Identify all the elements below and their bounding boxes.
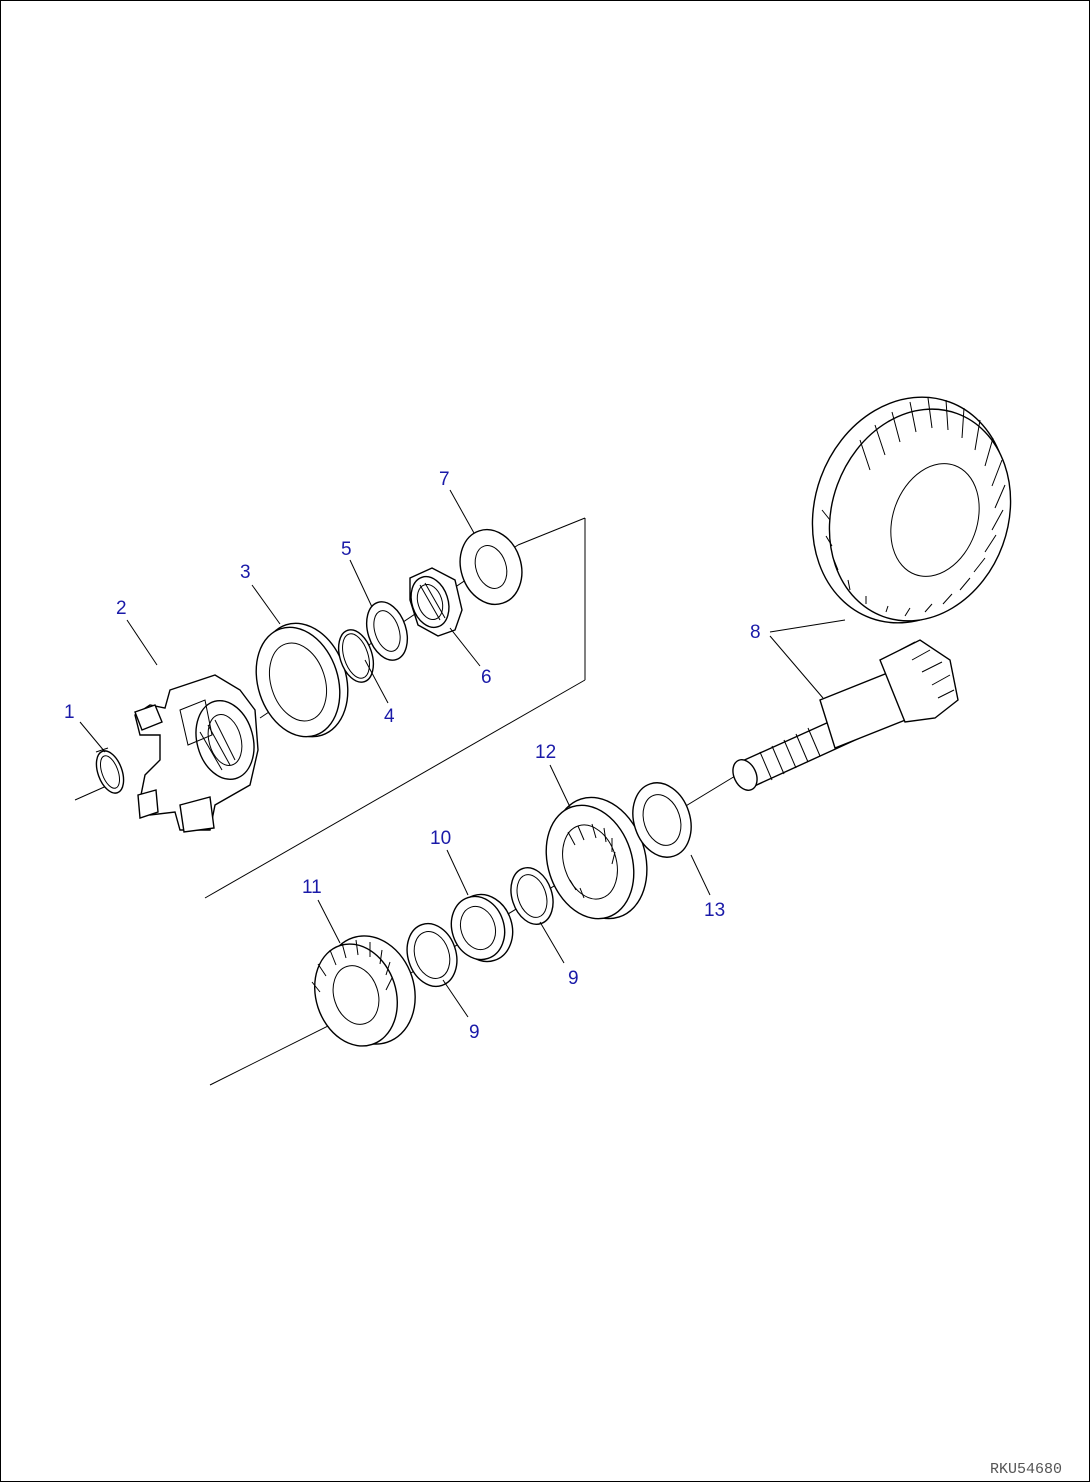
callout-10: 10: [430, 828, 451, 849]
callout-3: 3: [240, 562, 251, 583]
callout-labels: 1 2 3 4 5 6 7 8 9 9 10 11 12 13: [64, 469, 761, 1043]
callout-12: 12: [535, 742, 556, 763]
callout-9-upper: 9: [568, 968, 579, 989]
part-11-bearing[interactable]: [302, 924, 429, 1057]
callout-11: 11: [302, 877, 322, 898]
callout-5: 5: [341, 539, 352, 560]
callout-8: 8: [750, 622, 761, 643]
drawing-code: RKU54680: [990, 1461, 1062, 1478]
callout-6: 6: [481, 667, 492, 688]
callout-1: 1: [64, 702, 75, 723]
part-7-washer[interactable]: [451, 522, 532, 613]
part-5-washer[interactable]: [360, 597, 415, 666]
part-12-bearing[interactable]: [532, 785, 662, 931]
part-9-shim-lower[interactable]: [399, 917, 464, 993]
part-8-pinion-shaft[interactable]: [728, 639, 959, 794]
callout-4: 4: [384, 706, 395, 727]
callout-2: 2: [116, 598, 127, 619]
part-13-shim[interactable]: [624, 775, 701, 865]
part-6-nut[interactable]: [405, 567, 463, 637]
leader-lines: [79, 489, 846, 1018]
part-3-oil-seal[interactable]: [243, 612, 362, 748]
part-10-spacer[interactable]: [443, 887, 521, 969]
part-1-snap-ring[interactable]: [91, 747, 129, 797]
callout-13: 13: [704, 900, 725, 921]
part-4-o-ring[interactable]: [332, 625, 379, 686]
part-2-yoke[interactable]: [134, 674, 262, 833]
callout-9-lower: 9: [469, 1022, 480, 1043]
callout-7: 7: [439, 469, 450, 490]
part-8-bevel-gear[interactable]: [781, 369, 1039, 650]
